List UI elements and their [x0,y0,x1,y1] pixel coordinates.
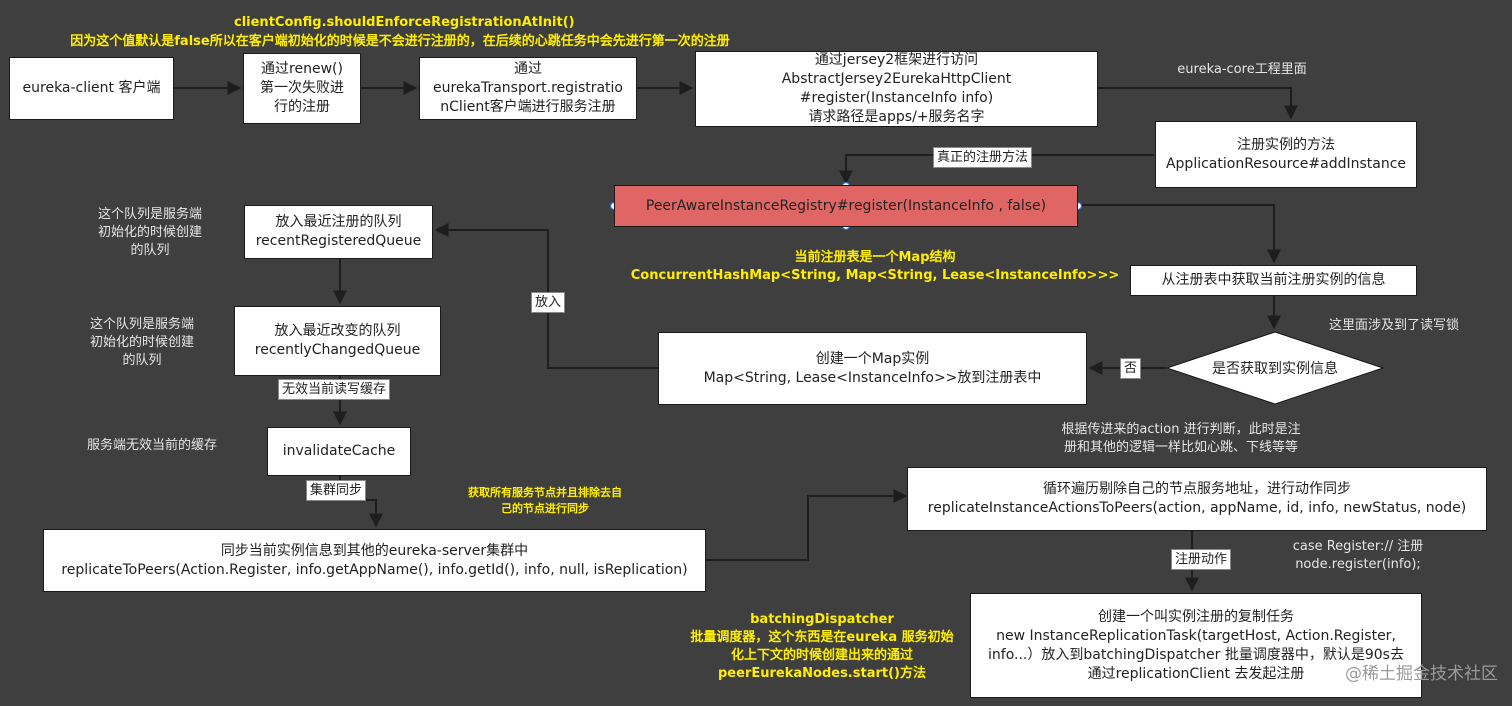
rw-lock-note: 这里面涉及到了读写锁 [1328,318,1459,333]
edge-label-cluster-sync: 集群同步 [306,480,367,501]
recent-registered-queue-node: 放入最近注册的队列 recentRegisteredQueue [244,205,433,259]
renew-node: 通过renew() 第一次失败进 行的注册 [243,53,361,124]
instance-found-decision-label: 是否获取到实例信息 [1212,361,1338,377]
registry-structure-highlight: 当前注册表是一个Map结构 ConcurrentHashMap<String, … [630,250,1120,283]
instance-found-decision: 是否获取到实例信息 [1166,331,1384,405]
batching-dispatcher-highlight: batchingDispatcher 批量调度器，这个东西是在eureka 服务… [690,612,954,681]
replicate-instance-actions-node: 循环遍历剔除自己的节点服务地址，进行动作同步 replicateInstance… [907,467,1487,531]
invalidate-cache-node: invalidateCache [267,427,411,476]
queue-init-note-2: 这个队列是服务端 初始化的时候创建 的队列 [89,317,194,368]
config-name-label: clientConfig.shouldEnforceRegistrationAt… [234,15,575,30]
queue-init-note-1: 这个队列是服务端 初始化的时候创建 的队列 [97,207,202,258]
eureka-core-note: eureka-core工程里面 [1177,62,1307,77]
add-instance-node: 注册实例的方法 ApplicationResource#addInstance [1155,121,1417,188]
eureka-client-node: eureka-client 客户端 [9,57,174,120]
edge-replicate-to-replicateactions [706,489,908,561]
jersey-http-client-node: 通过jersey2框架进行访问 AbstractJersey2EurekaHtt… [695,51,1098,127]
server-invalidate-note: 服务端无效当前的缓存 [86,438,217,453]
registration-client-node: 通过 eurekaTransport.registratio nClient客户… [419,57,637,120]
exclude-self-highlight: 获取所有服务节点并且排除去自 己的节点进行同步 [468,486,622,515]
edge-jersey-to-addinstance [1098,87,1298,120]
replication-task-node: 创建一个叫实例注册的复制任务 new InstanceReplicationTa… [970,593,1422,698]
replicate-to-peers-node: 同步当前实例信息到其他的eureka-server集群中 replicateTo… [43,529,706,592]
create-map-node: 创建一个Map实例 Map<String, Lease<InstanceInfo… [658,332,1087,405]
action-judge-note: 根据传进来的action 进行判断，此时是注 册和其他的逻辑一样比如心跳、下线等… [1061,422,1301,455]
recently-changed-queue-node: 放入最近改变的队列 recentlyChangedQueue [234,306,441,376]
config-note-label: 因为这个值默认是false所以在客户端初始化的时候是不会进行注册的，在后续的心跳… [70,34,730,49]
case-register-note: case Register:// 注册 node.register(info); [1292,539,1424,572]
edge-label-no: 否 [1120,358,1142,379]
peer-aware-register-node: PeerAwareInstanceRegistry#register(Insta… [614,185,1078,227]
edge-label-register-action: 注册动作 [1171,549,1232,570]
edge-label-invalidate-rw-cache: 无效当前读写缓存 [278,379,391,400]
edge-label-put-in: 放入 [531,292,566,313]
get-instance-node: 从注册表中获取当前注册实例的信息 [1130,265,1417,296]
edge-label-real-register: 真正的注册方法 [933,147,1033,168]
watermark-text: @稀土掘金技术社区 [1345,664,1498,684]
